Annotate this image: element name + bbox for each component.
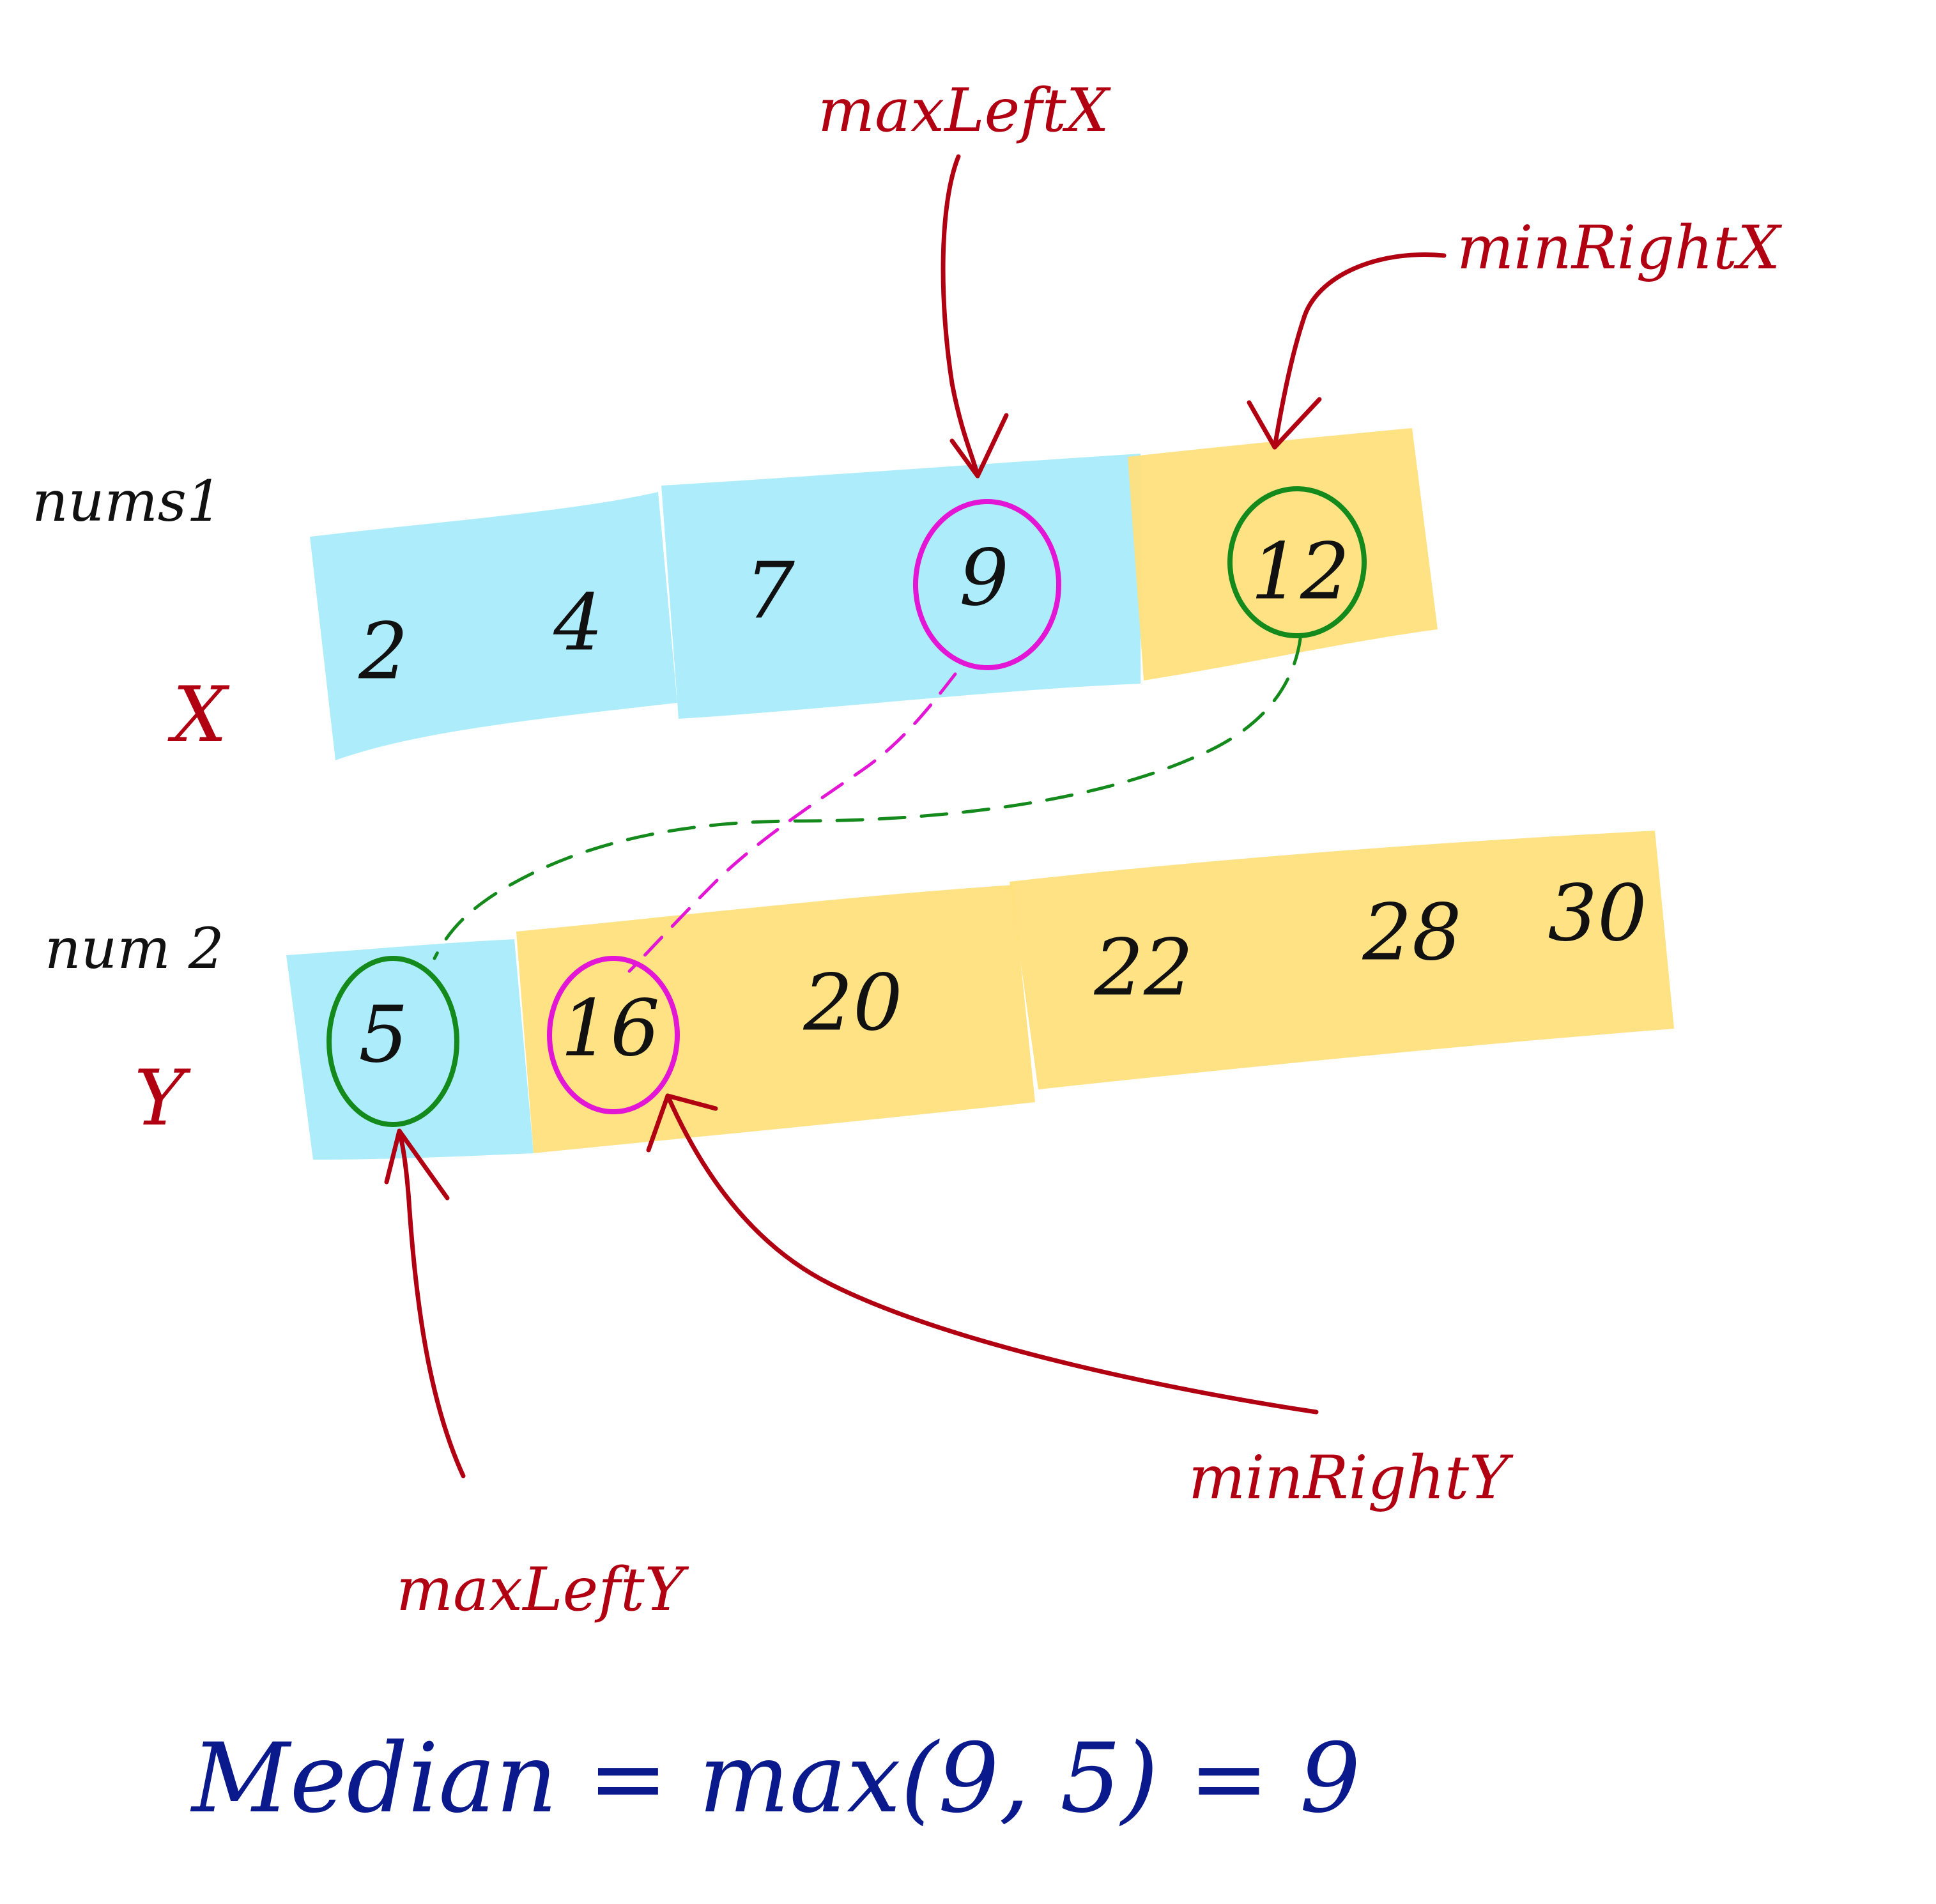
row2-value-20: 20: [803, 958, 902, 1048]
row1-value-4: 4: [553, 578, 603, 668]
arrow-min-right-y: [665, 1093, 1319, 1415]
row1-value-7: 7: [745, 546, 795, 636]
max-left-x-label: maxLeftX: [818, 76, 1112, 146]
arrow-head-min-right-x: [1247, 397, 1322, 450]
row2-value-22: 22: [1093, 923, 1193, 1013]
y-label: Y: [134, 1054, 191, 1143]
circle-12: [1227, 486, 1367, 638]
nums1-label: nums1: [32, 468, 222, 534]
row1-right-block: [1128, 428, 1438, 680]
row1-value-12: 12: [1250, 526, 1349, 617]
arrow-head-min-right-y: [646, 1093, 718, 1153]
circle-16: [547, 956, 680, 1114]
arrow-head-max-left-x: [949, 413, 1009, 479]
green-dashed-link: [433, 637, 1302, 960]
arrow-head-max-left-y: [384, 1128, 450, 1201]
arrow-min-right-x: [1272, 252, 1447, 450]
row2-value-5: 5: [358, 990, 408, 1080]
x-label: X: [167, 671, 230, 760]
row1-value-9: 9: [959, 533, 1009, 624]
row2-value-16: 16: [560, 983, 659, 1074]
row2-value-30: 30: [1548, 868, 1647, 959]
arrow-max-left-y: [397, 1128, 466, 1478]
magenta-dashed-link: [627, 672, 957, 973]
min-right-y-label: minRightY: [1188, 1443, 1514, 1513]
arrow-max-left-x: [941, 154, 980, 479]
row2-left-block: [286, 939, 534, 1160]
num2-label: num 2: [45, 916, 224, 981]
row1-value-2: 2: [358, 606, 408, 697]
row2-value-28: 28: [1362, 887, 1461, 978]
circle-9: [913, 499, 1061, 670]
median-formula: Median = max(9, 5) = 9: [190, 1723, 1360, 1834]
circle-5: [327, 956, 459, 1127]
row1-left-block-b: [661, 454, 1141, 719]
row2-right-block-b: [1010, 831, 1674, 1089]
min-right-x-label: minRightX: [1457, 213, 1783, 283]
row1-left-block-a: [310, 492, 677, 760]
max-left-y-label: maxLeftY: [396, 1555, 689, 1625]
